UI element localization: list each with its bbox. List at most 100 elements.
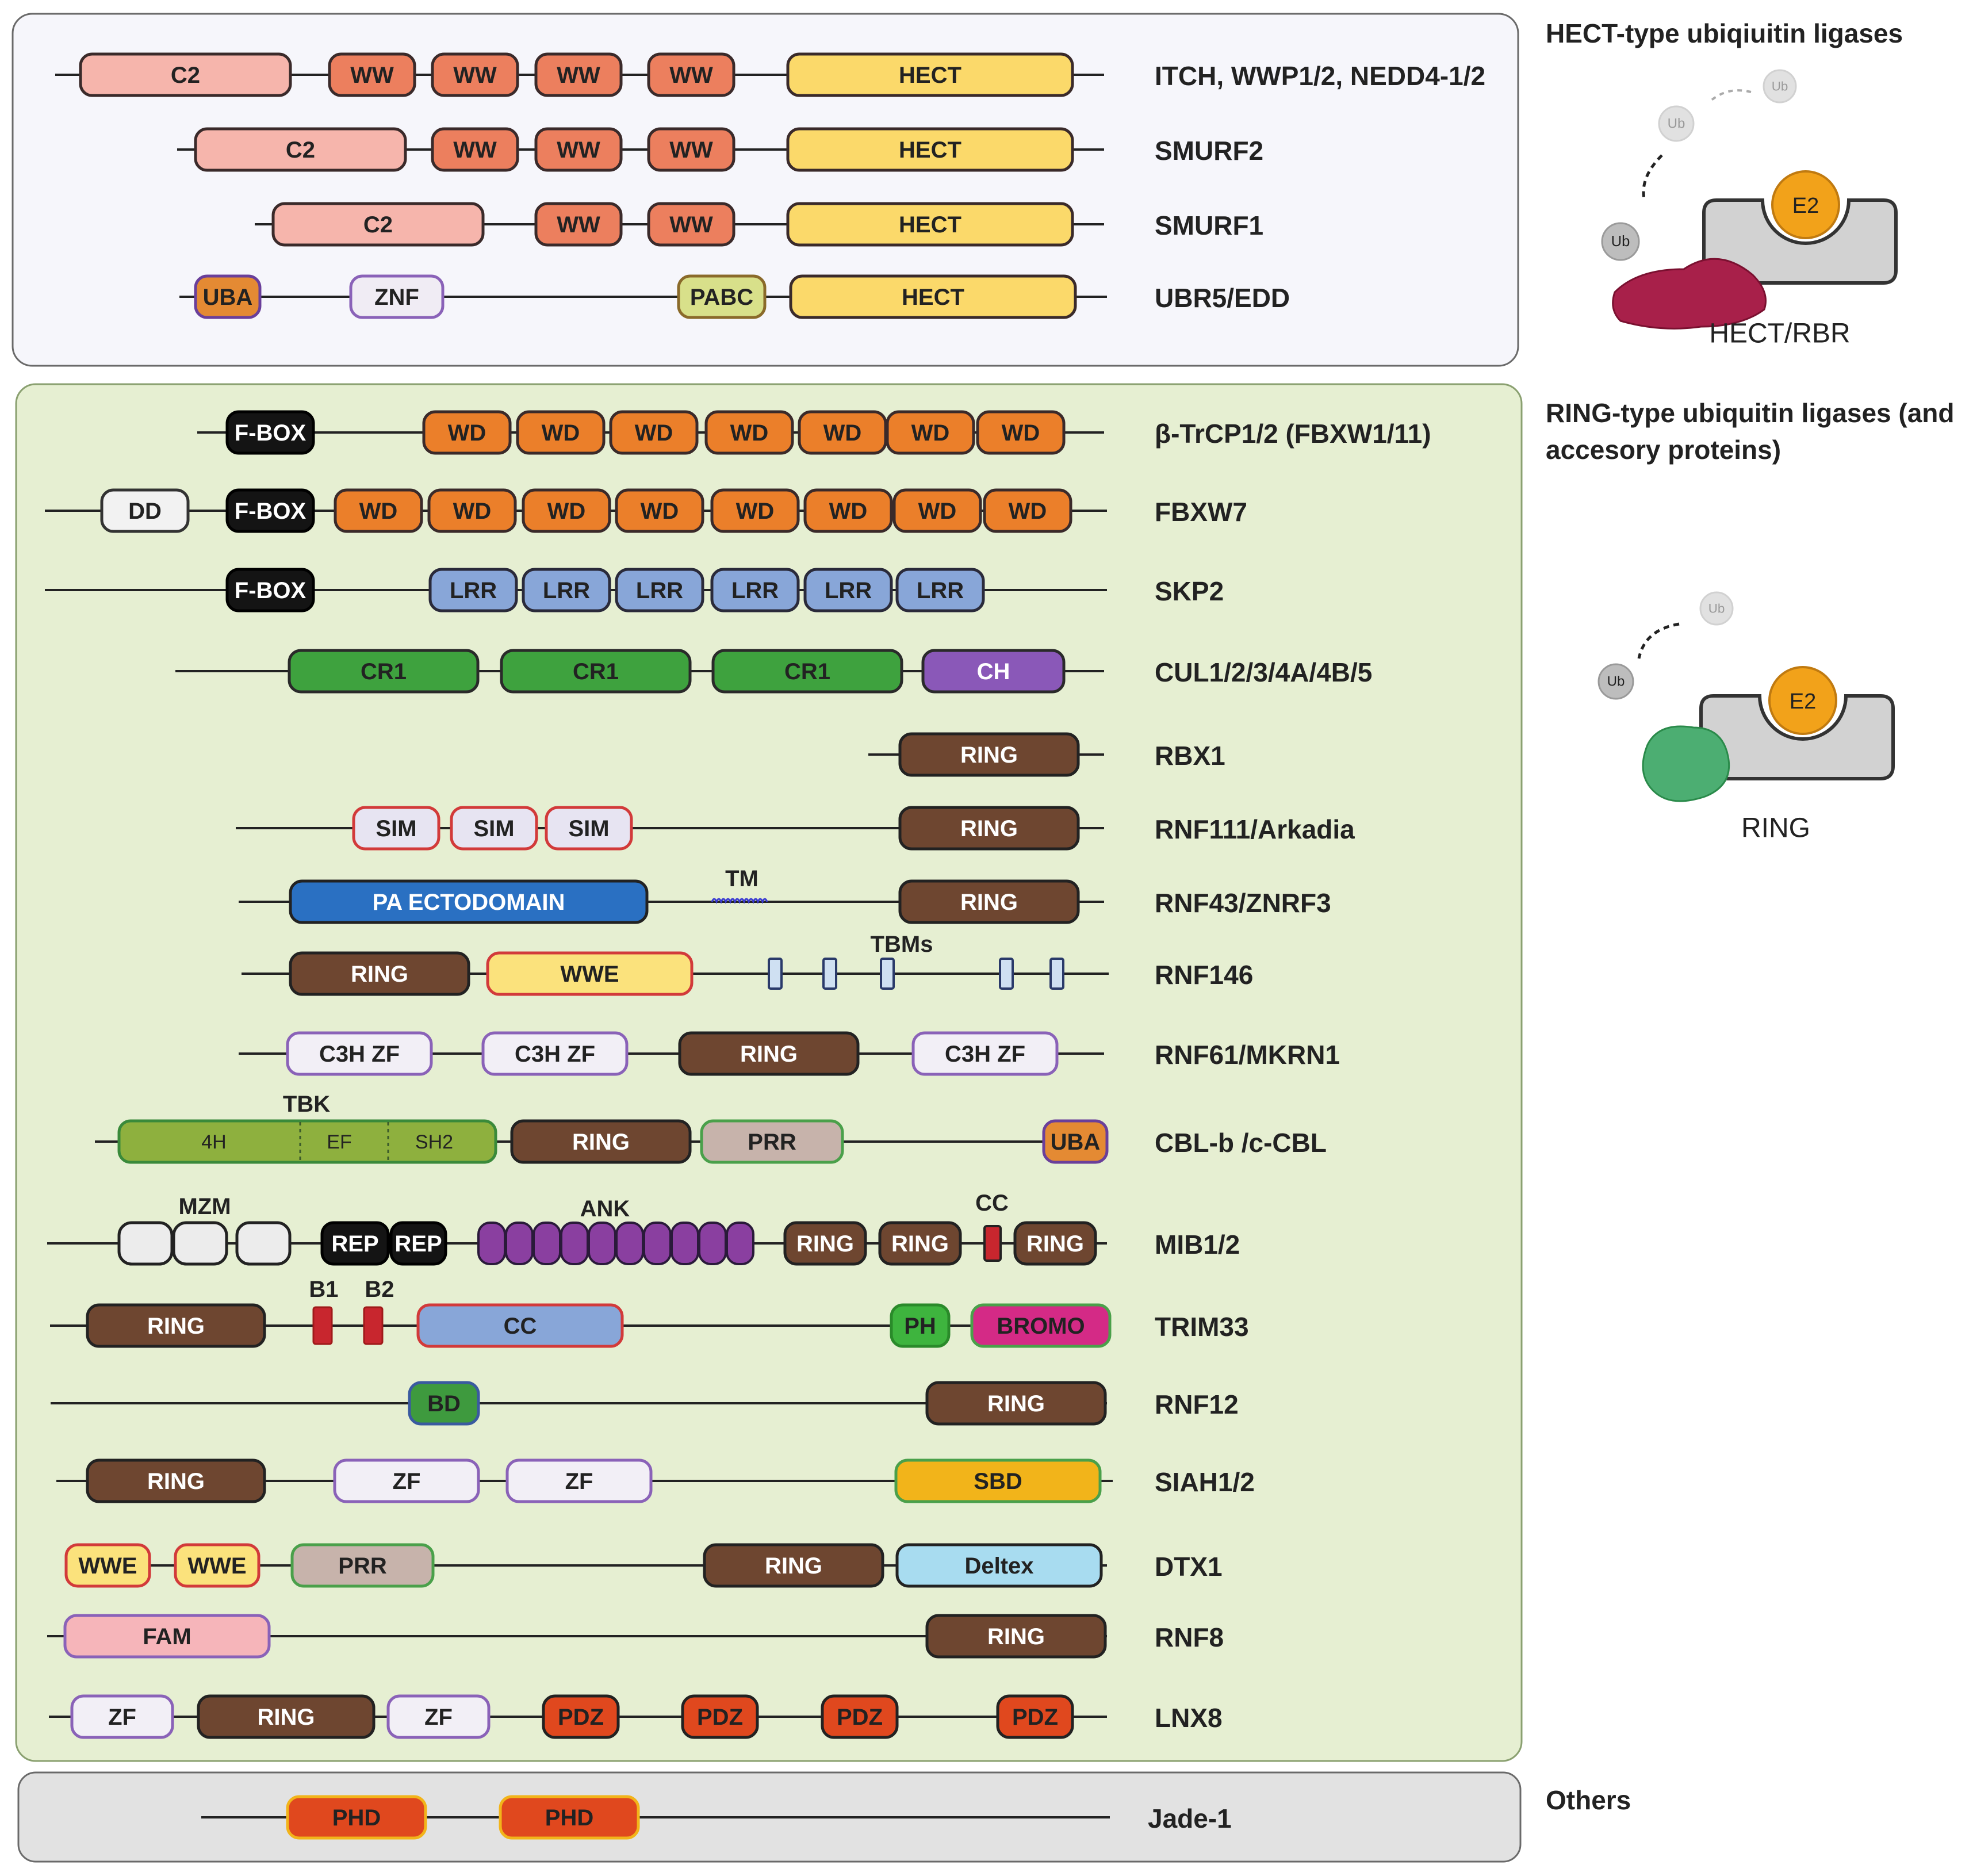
domain-box bbox=[349, 274, 445, 319]
tbm-motif bbox=[822, 958, 837, 990]
annotation-ank: ANK bbox=[580, 1196, 630, 1222]
transmembrane-segment bbox=[711, 898, 768, 905]
domain-sim: SIM bbox=[450, 806, 538, 851]
domain-label: WD bbox=[448, 420, 486, 446]
domain-label: WW bbox=[669, 137, 713, 163]
row-label: FBXW7 bbox=[1155, 497, 1247, 527]
ub-ball bbox=[1601, 222, 1640, 261]
domain-label: ZF bbox=[108, 1705, 136, 1730]
domain-zf: ZF bbox=[333, 1458, 480, 1503]
domain-box bbox=[704, 410, 794, 455]
domain-label: UBA bbox=[203, 285, 253, 310]
domain-box bbox=[194, 274, 262, 319]
domain-box bbox=[678, 1031, 860, 1076]
domain-label: RING bbox=[987, 1391, 1045, 1416]
domain-box bbox=[510, 1119, 692, 1164]
domain-lrr: LRR bbox=[895, 568, 985, 612]
domain-wwe: WWE bbox=[486, 951, 694, 996]
domain-box bbox=[786, 127, 1074, 172]
transfer-arrow bbox=[1637, 622, 1680, 659]
domain-sbd: SBD bbox=[894, 1458, 1102, 1503]
domain-label: DD bbox=[128, 499, 162, 524]
domain-label: LRR bbox=[825, 578, 872, 603]
row-label: SMURF1 bbox=[1155, 210, 1263, 240]
domain-label: RING bbox=[740, 1042, 798, 1067]
tkb-part-label: SH2 bbox=[415, 1131, 453, 1153]
domain-wd: WD bbox=[704, 410, 794, 455]
domain-box bbox=[431, 52, 519, 97]
domain-box bbox=[647, 52, 735, 97]
domain-box bbox=[86, 1303, 266, 1348]
domain-box bbox=[615, 568, 704, 612]
domain-box bbox=[894, 1458, 1102, 1503]
domain-label: WD bbox=[1009, 499, 1047, 524]
domain-label: PRR bbox=[748, 1130, 796, 1155]
domain-label: SIM bbox=[376, 816, 416, 841]
domain-box bbox=[389, 1221, 447, 1266]
domain-wd: WD bbox=[516, 410, 606, 455]
annotation-tbk: TBK bbox=[283, 1092, 330, 1117]
domain-zf: ZF bbox=[386, 1694, 491, 1739]
transfer-arrow bbox=[1642, 154, 1663, 202]
domain-box bbox=[898, 732, 1080, 777]
domain-hect: HECT bbox=[786, 127, 1074, 172]
domain-label: WW bbox=[669, 63, 713, 88]
domain-label: WD bbox=[736, 499, 775, 524]
domain-box bbox=[783, 1221, 867, 1266]
ub-ball bbox=[1597, 663, 1634, 700]
domain-ch: CH bbox=[921, 649, 1066, 694]
domain-box bbox=[534, 127, 623, 172]
domain-box bbox=[700, 1119, 844, 1164]
domain-box bbox=[117, 1119, 497, 1164]
row-label: LNX8 bbox=[1155, 1703, 1223, 1733]
domain-box bbox=[542, 1694, 620, 1739]
domain-label: HECT bbox=[902, 285, 964, 310]
domain-box bbox=[428, 568, 518, 612]
domain-prr: PRR bbox=[290, 1543, 435, 1588]
domain-wd: WD bbox=[976, 410, 1066, 455]
domain-phd: PHD bbox=[286, 1795, 427, 1840]
domain-label: LRR bbox=[450, 578, 497, 603]
domain-label: CR1 bbox=[784, 659, 830, 684]
domain-box bbox=[983, 488, 1072, 533]
domain-label: C2 bbox=[171, 63, 200, 88]
domain-label: REP bbox=[331, 1231, 378, 1257]
domain-label: F-BOX bbox=[235, 420, 307, 446]
domain-ww: WW bbox=[534, 52, 623, 97]
ub-label: Ub bbox=[1611, 233, 1630, 250]
domain-wd: WD bbox=[803, 488, 893, 533]
domain-box bbox=[803, 568, 893, 612]
title-line: Others bbox=[1546, 1785, 1631, 1815]
domain-box bbox=[334, 488, 423, 533]
domain-box bbox=[422, 410, 512, 455]
domain-label: F-BOX bbox=[235, 578, 307, 603]
domain-box bbox=[677, 274, 767, 319]
domain-bromo: BROMO bbox=[970, 1303, 1112, 1348]
domain-box bbox=[320, 1221, 390, 1266]
domain-box bbox=[898, 806, 1080, 851]
domain-c2: C2 bbox=[194, 127, 407, 172]
domain-box bbox=[225, 488, 315, 533]
annotation-b1: B1 bbox=[309, 1277, 338, 1302]
tbm-motif bbox=[880, 958, 895, 990]
domain-box bbox=[925, 1381, 1107, 1426]
domain-wd: WD bbox=[609, 410, 699, 455]
domain-label: WW bbox=[350, 63, 394, 88]
domain-label: SIM bbox=[568, 816, 609, 841]
domain-sim: SIM bbox=[352, 806, 440, 851]
domain-box bbox=[911, 1031, 1059, 1076]
domain-label: RING bbox=[987, 1624, 1045, 1649]
domain-c2: C2 bbox=[271, 202, 485, 247]
ank-repeat bbox=[505, 1222, 534, 1265]
domain-label: CH bbox=[977, 659, 1010, 684]
domain-label: SIM bbox=[473, 816, 514, 841]
domain-box bbox=[197, 1694, 376, 1739]
domain-label: CR1 bbox=[573, 659, 619, 684]
